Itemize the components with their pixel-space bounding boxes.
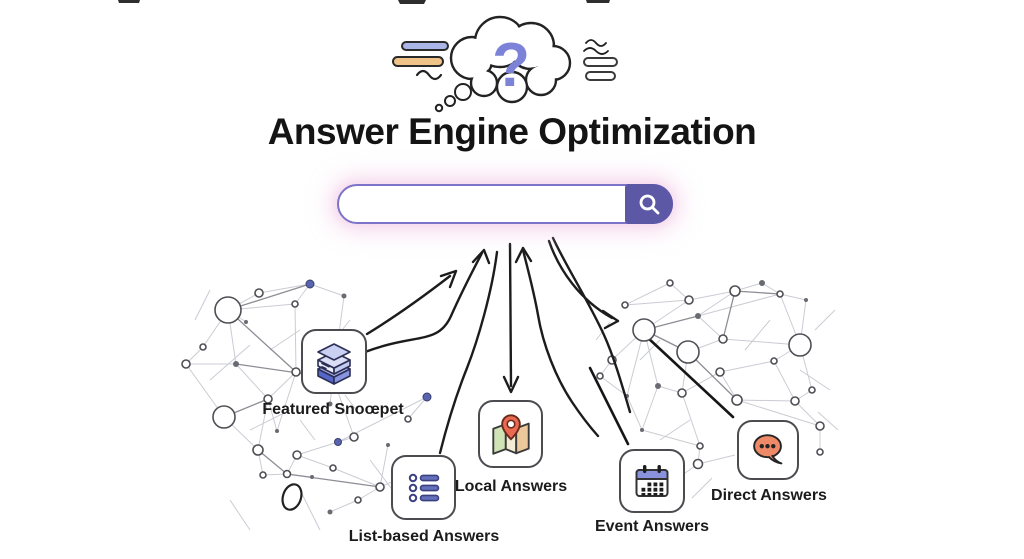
blob-outline [281,483,303,511]
thought-bubbles [434,83,472,113]
search-input[interactable] [353,186,617,224]
label-local-answers: Local Answers [454,478,568,495]
card-direct-answers [737,420,799,480]
question-mark: ? [492,31,530,100]
card-event-answers [619,449,685,513]
label-event-answers: Event Answers [594,518,710,535]
label-list-based-answers: List-based Answers [348,528,500,545]
right-text-lines-decoration [583,39,618,81]
thought-cloud-icon: ? [434,15,572,113]
search-bar [337,184,673,224]
page-title: Answer Engine Optimization [267,111,757,152]
thick-mesh-lines [588,335,735,446]
squiggle-icon [583,47,609,55]
squiggle-icon [415,69,443,81]
bullet-list-icon [408,473,439,502]
line-to-list [438,250,499,455]
map-pin-icon [491,414,530,455]
card-local-answers [478,400,543,468]
card-featured-snippet [301,329,367,394]
arrow-up-curve [363,251,484,354]
top-edge-marks [118,0,610,4]
arrow-up-right [365,274,452,336]
flow-arrows [363,236,632,455]
arrow-up-from-event [521,248,600,438]
line-to-right-mesh [551,236,632,414]
squiggle-icon [585,39,607,47]
label-featured-snippet: Featured Snoœpet [262,401,404,418]
arrow-down-vertical [508,242,513,388]
right-network-mesh [588,279,839,499]
label-direct-answers: Direct Answers [711,487,827,504]
search-button[interactable] [625,184,673,224]
arrow-down-right [547,239,614,320]
card-list-based-answers [391,455,456,520]
layer-stack-icon [317,342,351,385]
left-network-mesh [181,279,432,531]
left-text-lines-decoration [392,41,449,81]
calendar-icon [635,465,669,497]
chat-bubble-icon [753,434,783,465]
search-icon [639,194,660,215]
